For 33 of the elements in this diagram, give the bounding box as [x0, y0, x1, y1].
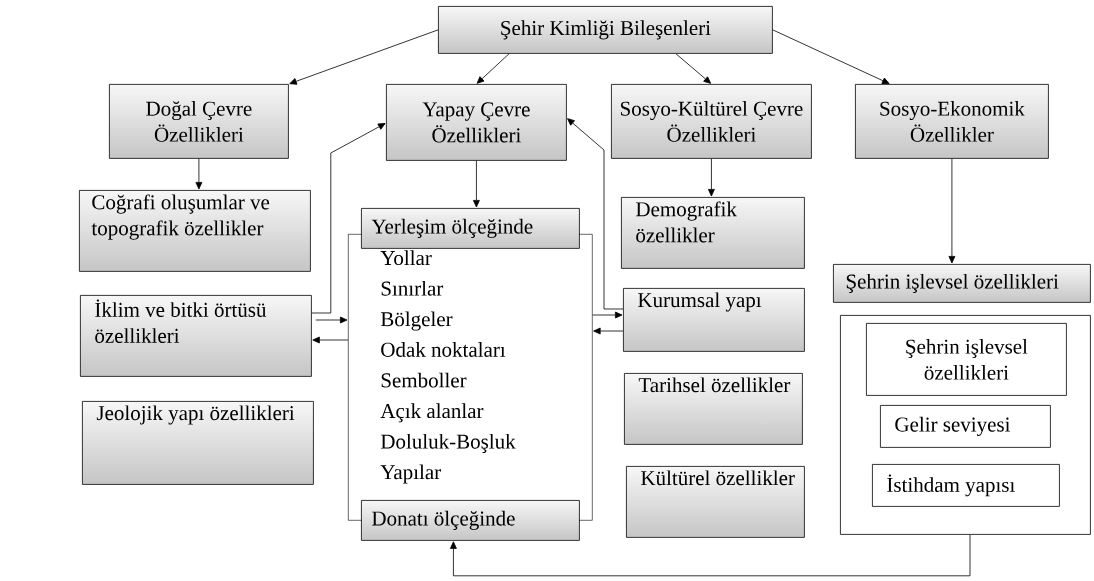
- process-box: Kurumsal yapı: [623, 288, 805, 352]
- arrow: [195, 158, 203, 190]
- arrow: [772, 29, 890, 84]
- scale-box: Yerleşim ölçeğinde: [361, 208, 580, 249]
- text-box: Şehrin işlevsel özellikleri: [866, 323, 1067, 396]
- arrow: [567, 118, 624, 310]
- scale-box: Donatı ölçeğinde: [361, 500, 580, 541]
- arrow: [289, 29, 439, 85]
- process-box: Kültürel özellikler: [626, 466, 805, 538]
- arrow: [450, 534, 971, 577]
- process-box: Şehrin işlevsel özellikleri: [833, 264, 1091, 303]
- category-box: Sosyo-Ekonomik Özellikler: [855, 84, 1049, 159]
- category-box: Sosyo-Kültürel Çevre Özellikleri: [611, 84, 812, 159]
- arrow: [948, 158, 956, 264]
- process-box: Tarihsel özellikler: [624, 373, 803, 445]
- arrow: [315, 316, 348, 324]
- process-box: İklim ve bitki örtüsü özellikleri: [80, 295, 312, 377]
- text-box: İstihdam yapısı: [872, 464, 1060, 507]
- arrow: [476, 53, 510, 84]
- arrow: [592, 311, 623, 319]
- arrow: [311, 123, 386, 314]
- text-box: Gelir seviyesi: [880, 405, 1051, 448]
- process-box: Coğrafi oluşumlar ve topografik özellikler: [79, 190, 311, 272]
- category-box: Doğal Çevre Özellikleri: [109, 84, 289, 159]
- title-box: Şehir Kimliği Bileşenleri: [438, 6, 773, 54]
- process-box: Demografik özellikler: [621, 197, 805, 269]
- process-box: Jeolojik yapı özellikleri: [82, 401, 314, 485]
- arrow: [675, 53, 712, 84]
- arrow: [312, 336, 349, 344]
- arrow: [473, 160, 480, 208]
- category-box: Yapay Çevre Özellikleri: [386, 84, 567, 161]
- arrow: [708, 158, 715, 197]
- arrow: [593, 327, 624, 335]
